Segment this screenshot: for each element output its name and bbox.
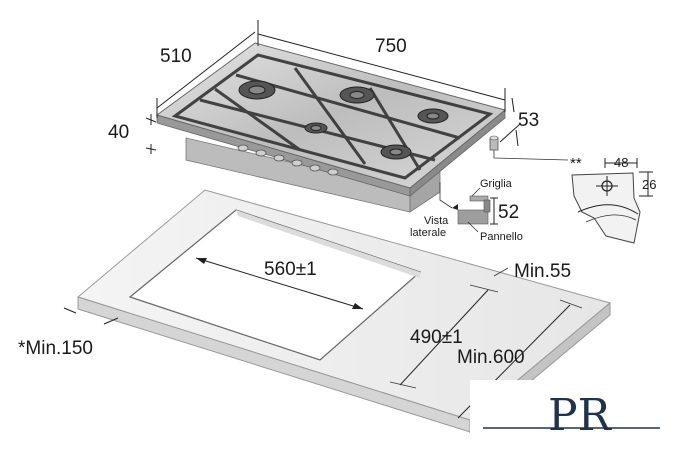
side-view-height-label: 52	[498, 202, 519, 223]
laterale-label: laterale	[410, 227, 446, 239]
griglia-label: Griglia	[480, 178, 513, 190]
height-label: 40	[108, 122, 129, 143]
depth-dimension	[156, 31, 256, 118]
svg-text:PR: PR	[548, 390, 613, 441]
connector-detail	[571, 158, 653, 244]
gas-connector	[489, 135, 499, 151]
pr-logo: PR	[470, 380, 678, 470]
side-offset-dimension	[499, 97, 521, 147]
vista-label: Vista	[424, 215, 449, 227]
cutout-width-dimension	[195, 257, 364, 310]
width-dimension	[257, 20, 506, 112]
min-side-dimension	[63, 307, 119, 325]
min-side-label: *Min.150	[18, 338, 93, 359]
cutout-width-label: 560±1	[264, 259, 317, 280]
detail-marker: **	[570, 155, 582, 172]
min-front-label: Min.55	[514, 261, 571, 282]
min-front-leader	[493, 267, 509, 277]
width-label: 750	[375, 36, 407, 57]
side-offset-label: 53	[518, 110, 539, 131]
pannello-label: Pannello	[480, 231, 523, 243]
detail-height-label: 26	[642, 177, 656, 192]
hob	[155, 42, 507, 213]
countertop	[76, 189, 612, 434]
height-dimension	[145, 114, 157, 154]
detail-width-label: 48	[614, 155, 628, 170]
cutout-depth-dimension	[389, 284, 499, 389]
side-view	[439, 182, 498, 233]
connector-leader	[493, 150, 569, 161]
cutout-depth-label: 490±1	[410, 327, 463, 348]
depth-label: 510	[160, 46, 192, 67]
min-depth-label: Min.600	[457, 347, 525, 368]
